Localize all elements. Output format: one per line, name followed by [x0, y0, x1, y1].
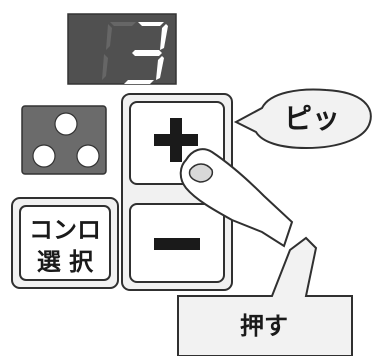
select-label-line2: 選 択	[37, 248, 94, 276]
plus-icon-horizontal	[154, 134, 198, 146]
unlit-segments	[102, 22, 136, 80]
segment-c	[156, 56, 164, 80]
segment-g	[132, 50, 162, 56]
beep-bubble-shape	[233, 88, 372, 150]
minus-icon	[154, 238, 200, 250]
burner-indicator	[21, 105, 107, 175]
segment-d	[124, 80, 154, 84]
segment-a	[138, 22, 164, 26]
beep-callout: ピッ	[233, 88, 372, 150]
select-label-line1: コンロ	[29, 216, 101, 244]
minus-button[interactable]: −	[0, 0, 225, 283]
burner-dot-top	[54, 112, 78, 136]
fingernail	[188, 163, 214, 183]
burner-dot-left	[32, 144, 56, 168]
digit-3-segments	[124, 22, 168, 84]
burner-dot-right	[76, 144, 100, 168]
segment-b	[160, 24, 168, 50]
press-callout-shape	[177, 236, 353, 356]
burner-select-button[interactable]: コンロ 選 択	[11, 197, 119, 289]
beep-text: ピッ	[284, 102, 340, 135]
press-text: 押す	[240, 312, 288, 340]
seven-segment-display: 3	[67, 13, 177, 85]
press-callout: 押す	[177, 236, 353, 356]
pointing-finger-icon	[179, 148, 294, 248]
